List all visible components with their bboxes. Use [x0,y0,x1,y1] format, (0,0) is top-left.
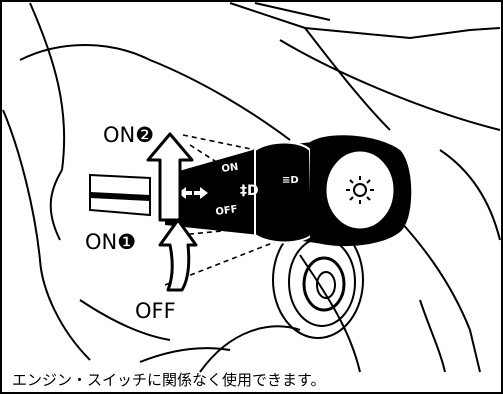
stalk-rod [89,173,151,217]
caption: エンジン・スイッチに関係なく使用できます。 [12,371,326,389]
on2-arrow [146,132,194,222]
headlight-sun-icon [346,176,374,204]
combination-switch-stalk [165,135,412,247]
stalk-off-text: OFF [215,204,238,218]
front-fog-icon: ‡D [240,183,259,199]
turn-signal-arrows-icon [178,187,208,199]
rear-fog-icon: ≡D [282,175,299,186]
on2-label: ON❷ [103,123,154,147]
on1-arrow [158,218,198,292]
stalk-on-text: ON [221,162,239,175]
on1-label: ON❶ [85,230,136,254]
off-label: OFF [135,299,176,323]
